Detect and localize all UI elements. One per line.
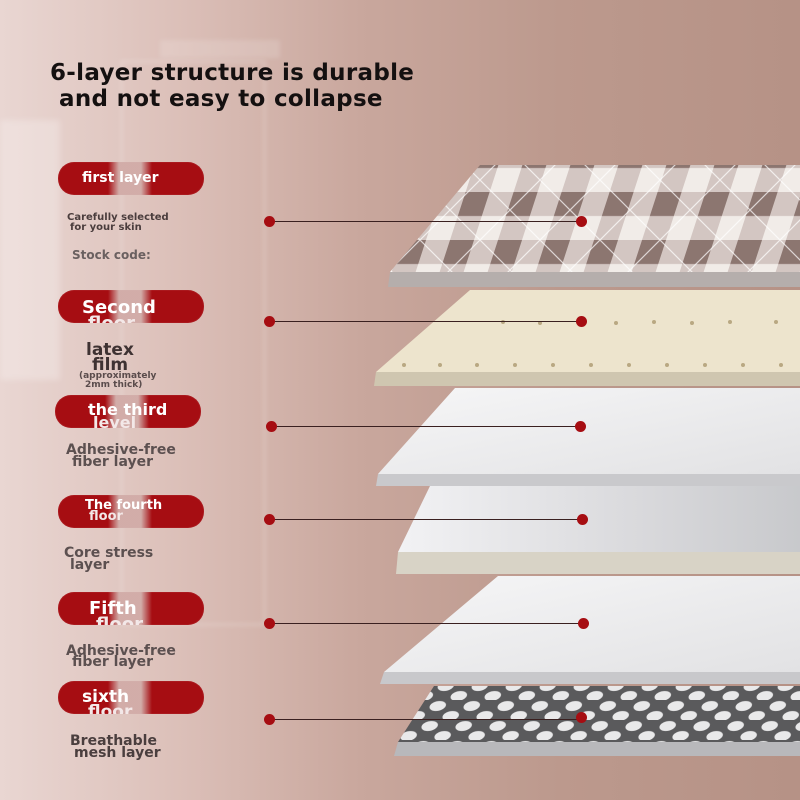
layer-2-pill: Second floor (58, 290, 204, 323)
pointer-line-6 (270, 719, 582, 720)
background-frame (160, 40, 280, 58)
pointer-line-3 (272, 426, 582, 427)
layer-6-desc-line-2: mesh layer (74, 745, 161, 761)
layer-2-pill-line-2: floor (88, 315, 204, 324)
pointer-line-1 (270, 221, 582, 222)
layer-1-pill: first layer (58, 162, 204, 195)
headline-line-1: 6-layer structure is durable (50, 60, 415, 86)
layer-5-pill-line-1: Fifth (89, 598, 137, 619)
headline-line-2: and not easy to collapse (59, 86, 383, 112)
layer-5-desc-line-1: Adhesive-free (66, 643, 176, 659)
pointer-dot-left-5 (264, 618, 275, 629)
layer-4-desc-line-1: Core stress (64, 545, 154, 561)
layer-2-sheet (374, 290, 800, 386)
layer-1-stock-code: Stock code: (72, 248, 151, 262)
pointer-dot-left-6 (264, 714, 275, 725)
headline: 6-layer structure is durable and not eas… (50, 60, 414, 112)
pointer-dot-left-2 (264, 316, 275, 327)
layer-5-desc-line-2: fiber layer (72, 654, 154, 670)
layer-5-sheet (380, 576, 800, 684)
layer-5-pill: Fifth floor (58, 592, 204, 625)
pointer-line-2 (270, 321, 582, 322)
layer-6-sheet (394, 686, 800, 756)
background-window (0, 120, 60, 380)
pointer-dot-right-5 (578, 618, 589, 629)
layer-2-desc-line-2: film (92, 355, 129, 375)
pointer-line-4 (270, 519, 582, 520)
layer-3-pill-line-1: the third (88, 400, 168, 419)
layer-2-desc-line-1: latex (86, 340, 134, 360)
layer-3-pill-line-2: level (93, 413, 137, 429)
layer-6-pill-line-1: sixth (82, 687, 130, 707)
layer-2-desc-small-1: (approximately (79, 371, 157, 381)
pointer-line-5 (270, 623, 584, 624)
layer-2-desc-small-2: 2mm thick) (85, 380, 143, 390)
layer-3-sheet (376, 388, 800, 486)
layer-3-pill: the third level (55, 395, 201, 428)
layer-1-desc-line-1: Carefully selected (67, 212, 169, 223)
pointer-dot-right-4 (577, 514, 588, 525)
pointer-dot-left-4 (264, 514, 275, 525)
layer-1-pill-label: first layer (82, 170, 159, 186)
background-door (120, 60, 266, 626)
layer-1-desc-line-2: for your skin (70, 222, 142, 233)
pointer-dot-left-3 (266, 421, 277, 432)
layer-2-pill-line-1: Second (82, 297, 156, 318)
pointer-dot-right-3 (575, 421, 586, 432)
layer-4-desc-line-2: layer (70, 557, 110, 573)
pointer-dot-right-2 (576, 316, 587, 327)
layer-3-desc-line-2: fiber layer (72, 454, 154, 470)
pointer-dot-right-1 (576, 216, 587, 227)
layer-6-desc-line-1: Breathable (70, 733, 157, 749)
pointer-dot-right-6 (576, 712, 587, 723)
layer-1-sheet (388, 165, 800, 287)
layer-6-pill-line-2: floor (88, 702, 133, 715)
layer-6-pill: sixth floor (58, 681, 204, 714)
layer-5-pill-line-2: floor (96, 614, 143, 626)
layer-4-pill-line-1: The fourth (85, 498, 163, 513)
layer-4-pill: The fourth floor (58, 495, 204, 528)
layer-4-sheet (396, 486, 800, 574)
layer-3-desc-line-1: Adhesive-free (66, 442, 176, 458)
pointer-dot-left-1 (264, 216, 275, 227)
layer-4-pill-line-2: floor (89, 509, 123, 524)
